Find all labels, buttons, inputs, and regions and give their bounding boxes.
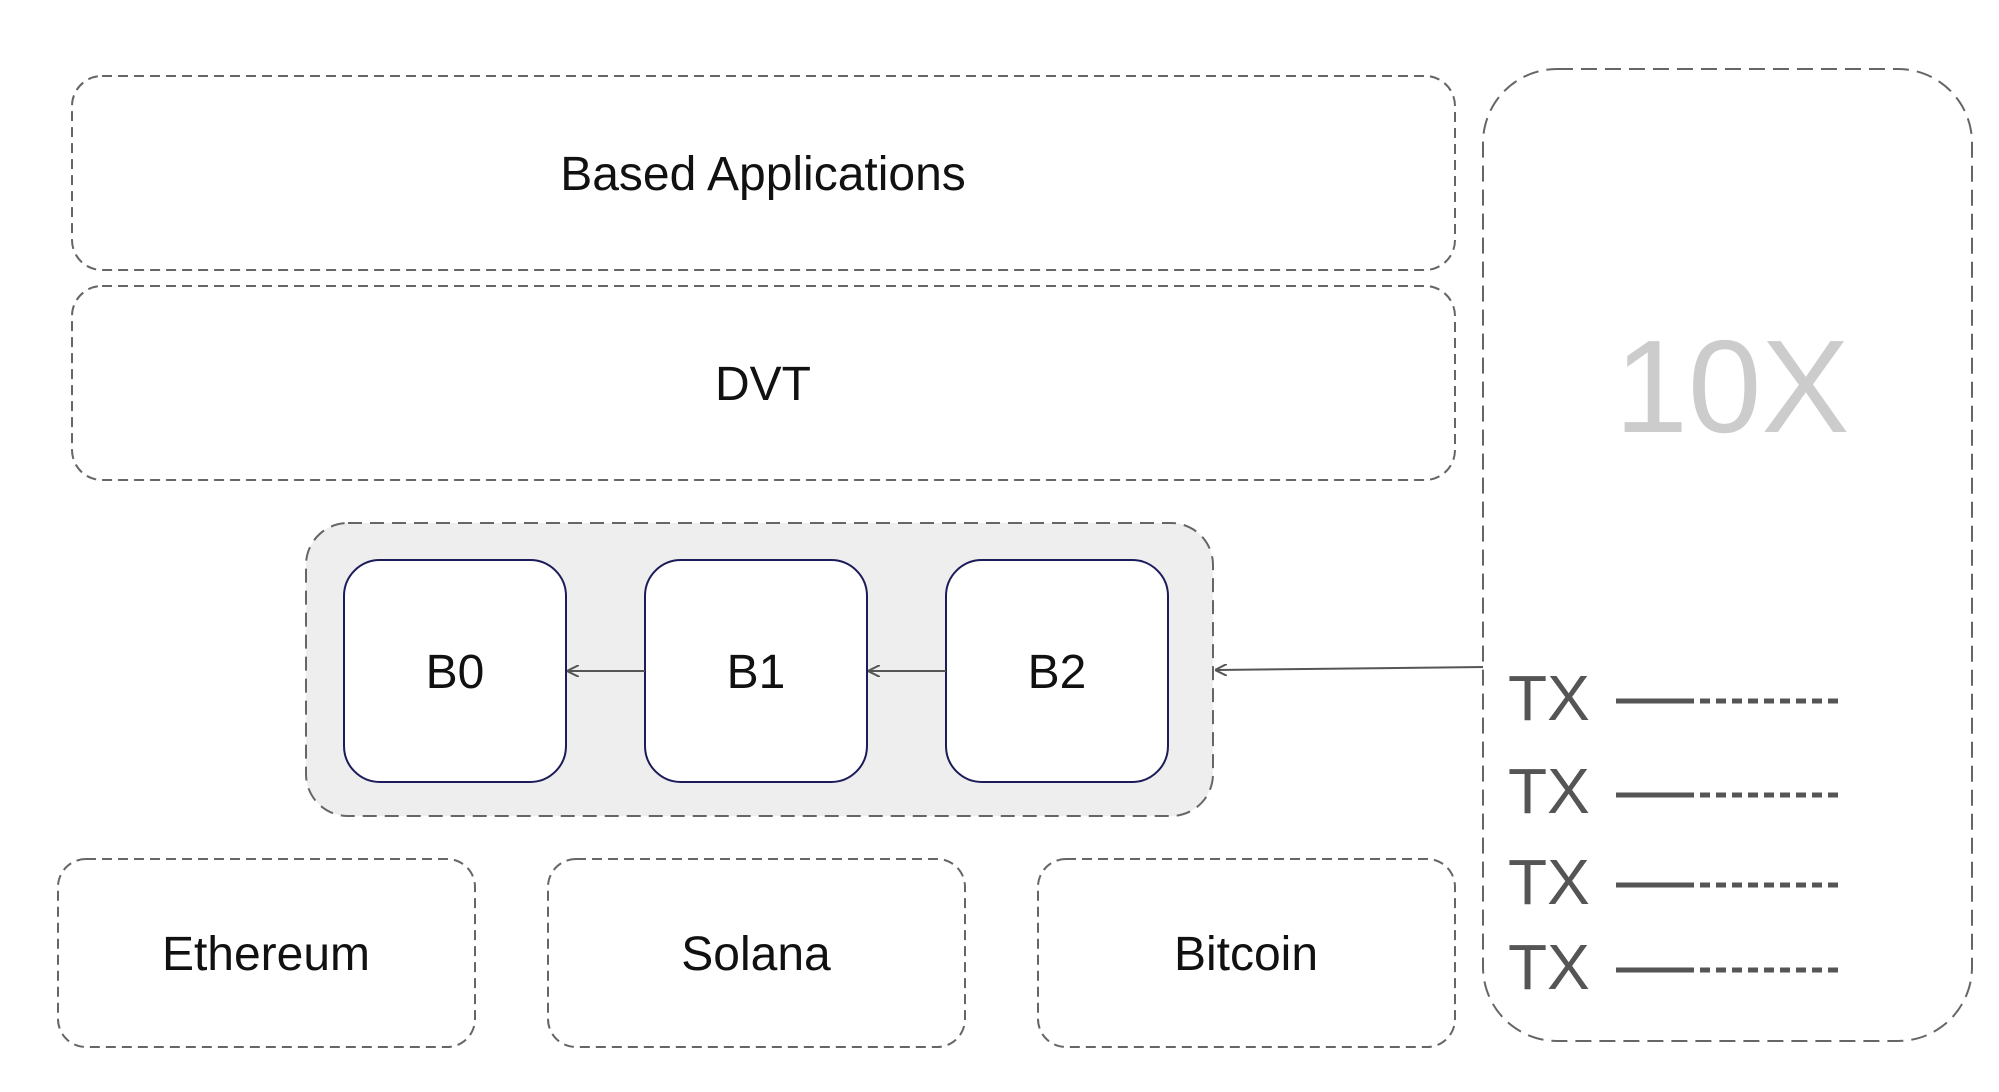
chain-bitcoin: Bitcoin	[1037, 858, 1456, 1048]
based-applications-label: Based Applications	[560, 148, 966, 201]
block-b2-label: B2	[1028, 646, 1087, 699]
throughput-label: 10X	[1615, 313, 1850, 460]
arrow-tx-to-blocks	[1216, 667, 1486, 670]
chain-ethereum: Ethereum	[57, 858, 476, 1048]
block-b0: B0	[343, 559, 567, 783]
tx-row: TX	[1508, 662, 1838, 734]
tx-row: TX	[1508, 755, 1838, 827]
block-b0-label: B0	[426, 646, 485, 699]
tx-label: TX	[1508, 846, 1590, 918]
dvt-layer: DVT	[71, 285, 1456, 481]
throughput-panel: 10X TX TX TX TX	[1482, 68, 1973, 1042]
tx-label: TX	[1508, 931, 1590, 1003]
block-b1: B1	[644, 559, 868, 783]
tx-row: TX	[1508, 846, 1838, 918]
chain-solana-label: Solana	[681, 928, 831, 981]
tx-row: TX	[1508, 931, 1838, 1003]
chain-solana: Solana	[547, 858, 966, 1048]
block-group: B0 B1 B2	[305, 522, 1214, 817]
block-b1-label: B1	[727, 646, 786, 699]
dvt-label: DVT	[715, 358, 811, 411]
chain-bitcoin-label: Bitcoin	[1174, 928, 1318, 981]
block-b2: B2	[945, 559, 1169, 783]
tx-label: TX	[1508, 755, 1590, 827]
based-applications-layer: Based Applications	[71, 75, 1456, 271]
tx-label: TX	[1508, 662, 1590, 734]
chain-ethereum-label: Ethereum	[162, 928, 370, 981]
